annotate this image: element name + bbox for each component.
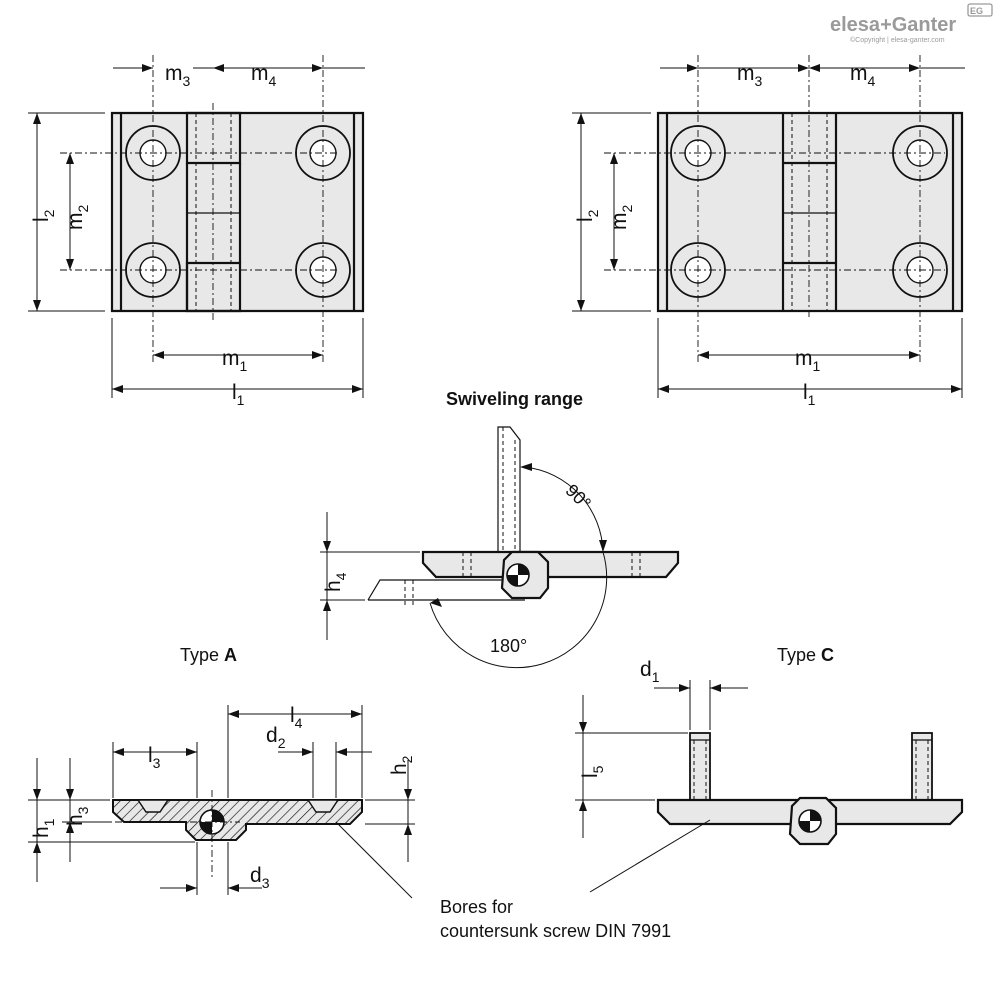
label-m4: m4	[850, 62, 876, 89]
type-c-label: Type C	[777, 645, 834, 665]
label-m3: m3	[165, 62, 191, 89]
brand-badge: EG	[970, 6, 983, 16]
label-l1: l1	[232, 381, 245, 408]
label-m4: m4	[251, 62, 277, 89]
label-m2: m2	[64, 205, 91, 231]
swivel-title: Swiveling range	[446, 389, 583, 409]
label-h4: h4	[322, 572, 349, 592]
label-h2: h2	[388, 755, 415, 775]
label-h1: h1	[30, 818, 57, 838]
threaded-stud	[911, 732, 933, 801]
label-l3: l3	[148, 744, 161, 771]
label-l2: l2	[574, 209, 601, 222]
brand-badge-frame	[967, 3, 993, 17]
swivel-range-diagram: Swiveling range 90° 180° h4	[320, 389, 680, 669]
label-l5: l5	[579, 765, 606, 778]
label-m2: m2	[608, 205, 635, 231]
label-m3: m3	[737, 62, 763, 89]
type-a-section: Type A	[28, 645, 415, 899]
note-line-1: Bores for	[440, 897, 513, 917]
label-d3: d3	[250, 864, 270, 891]
label-h3: h3	[64, 806, 91, 826]
angle-180-label: 180°	[490, 636, 527, 656]
brand-logo: elesa+Ganter EG ©Copyright | elesa-gante…	[830, 3, 993, 44]
hinge-front-view-right: m3 m4 m1 l1 l2 m2	[572, 55, 965, 408]
type-a-label: Type A	[180, 645, 237, 665]
threaded-stud	[689, 732, 711, 801]
copyright-text: ©Copyright | elesa-ganter.com	[850, 36, 945, 44]
label-l4: l4	[290, 704, 303, 731]
label-m1: m1	[795, 347, 821, 374]
label-d2: d2	[266, 724, 286, 751]
label-l1: l1	[803, 381, 816, 408]
label-d1: d1	[640, 658, 660, 685]
note-line-2: countersunk screw DIN 7991	[440, 921, 671, 941]
label-l2: l2	[30, 209, 57, 222]
bores-note: Bores for countersunk screw DIN 7991	[440, 897, 671, 941]
label-m1: m1	[222, 347, 248, 374]
svg-text:elesa+Ganter: elesa+Ganter	[830, 14, 956, 36]
hinge-front-view-left: m3 m4 m1 l1 l2 m2	[28, 55, 365, 408]
type-c-section: Type C d1 l5	[575, 645, 964, 893]
